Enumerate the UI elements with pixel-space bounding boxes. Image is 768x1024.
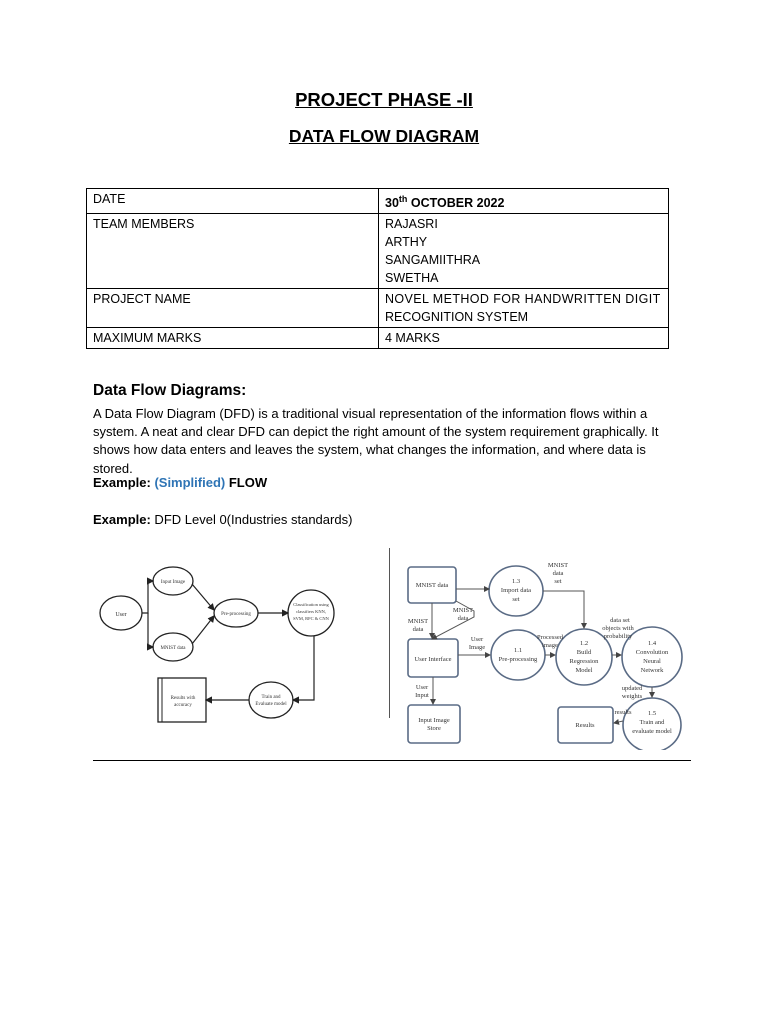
project-name-line: NOVEL METHOD FOR HANDWRITTEN DIGIT — [385, 292, 661, 307]
page-subtitle: DATA FLOW DIAGRAM — [288, 126, 480, 146]
diagram-divider — [389, 548, 390, 718]
mnist-left-label: MNIST — [408, 618, 428, 625]
mnist-top-label: data — [553, 570, 564, 577]
table-row: MAXIMUM MARKS 4 MARKS — [86, 327, 669, 350]
team-member: ARTHY — [385, 235, 428, 250]
build-line: 1.2 — [580, 640, 588, 647]
results-box-dfd — [557, 706, 614, 744]
team-member: SANGAMIITHRA — [385, 253, 481, 268]
mnist-data-box-label: MNIST data — [416, 582, 449, 589]
cnn-line: 1.4 — [648, 640, 657, 647]
classification-line: classifiers KNN, — [296, 609, 326, 615]
train-line: evaluate model — [632, 728, 672, 735]
mnist-data-label: MNIST data — [160, 646, 186, 651]
results-line: Results with — [171, 696, 196, 701]
user-label: User — [115, 612, 126, 618]
section-heading: Data Flow Diagrams: — [93, 382, 247, 399]
team-label: TEAM MEMBERS — [86, 213, 379, 290]
cnn-line: Neural — [643, 658, 661, 665]
train-evaluate-node — [248, 681, 294, 719]
team-member: RAJASRI — [385, 217, 438, 232]
train-evaluate-process — [622, 697, 682, 750]
user-input-label: User — [416, 684, 429, 691]
mnist-top-label: set — [554, 578, 561, 585]
updated-label: weights — [622, 693, 643, 700]
date-label: DATE — [86, 187, 379, 215]
project-info-table: DATE 30th OCTOBER 2022 TEAM MEMBERS RAJA… — [86, 187, 669, 350]
date-value: 30th OCTOBER 2022 — [378, 187, 669, 215]
mnist-left-label: data — [413, 626, 424, 633]
marks-label: MAXIMUM MARKS — [86, 327, 379, 350]
section-paragraph: A Data Flow Diagram (DFD) is a tradition… — [93, 406, 659, 476]
import-line: Import data — [501, 587, 531, 594]
import-line: 1.3 — [512, 578, 520, 585]
example-simplified: Example: (Simplified) FLOW — [93, 475, 268, 490]
preprocessing-line: 1.1 — [514, 647, 522, 654]
cnn-line: Network — [641, 667, 664, 674]
dataset-label: objects with — [602, 625, 634, 632]
table-row: DATE 30th OCTOBER 2022 — [86, 187, 669, 215]
cnn-line: Convolution — [636, 649, 669, 656]
user-input-label: Input — [415, 692, 429, 699]
processed-label: Processed — [537, 634, 564, 641]
build-line: Build — [577, 649, 592, 656]
marks-value: 4 MARKS — [378, 327, 669, 350]
preprocessing-line: Pre-processing — [499, 656, 538, 663]
import-line: set — [512, 596, 519, 603]
mnist-mid-label: data — [458, 615, 469, 622]
dataset-label: data set — [610, 617, 630, 624]
updated-label: updated — [622, 685, 643, 692]
table-row: TEAM MEMBERS RAJASRI ARTHY SANGAMIITHRA … — [86, 213, 669, 290]
project-label: PROJECT NAME — [86, 288, 379, 329]
table-row: PROJECT NAME NOVEL METHOD FOR HANDWRITTE… — [86, 288, 669, 329]
input-store-line: Store — [427, 725, 441, 732]
page-title: PROJECT PHASE -II — [295, 89, 473, 110]
build-model-process — [555, 628, 613, 686]
train-line: Train and — [261, 695, 281, 700]
dfd-level0-diagram: MNIST data 1.3 Import data set MNIST dat… — [407, 562, 683, 750]
simplified-flow-diagram: User Input Image MNIST data Pre-processi… — [99, 566, 335, 723]
train-line: 1.5 — [648, 710, 656, 717]
team-member: SWETHA — [385, 271, 439, 286]
input-store-box — [407, 704, 461, 744]
mnist-top-label: MNIST — [548, 562, 568, 569]
build-line: Model — [576, 667, 593, 674]
example-dfd-level0: Example: DFD Level 0(Industries standard… — [93, 512, 353, 527]
team-members: RAJASRI ARTHY SANGAMIITHRA SWETHA — [378, 213, 669, 290]
dataset-label: probability — [604, 633, 633, 640]
input-store-line: Input Image — [418, 717, 450, 724]
classification-line: SVM, RFC & CNN — [293, 616, 330, 622]
user-image-label: User — [471, 636, 484, 643]
user-interface-label: User Interface — [415, 656, 452, 663]
results-flow-label: results — [615, 709, 632, 716]
results-line: accuracy — [174, 703, 192, 708]
mnist-mid-label: MNIST — [453, 607, 473, 614]
train-line: Evaluate model — [255, 702, 287, 707]
horizontal-rule — [93, 760, 691, 761]
preprocessing-label: Pre-processing — [221, 612, 251, 617]
results-box-label: Results — [575, 722, 595, 729]
results-box — [157, 677, 207, 723]
project-name-line: RECOGNITION SYSTEM — [385, 310, 529, 325]
train-line: Train and — [640, 719, 666, 726]
processed-label: image — [542, 642, 558, 649]
project-name: NOVEL METHOD FOR HANDWRITTEN DIGIT RECOG… — [378, 288, 669, 329]
flow-arrows — [142, 577, 315, 704]
dfd-arrows — [429, 586, 655, 725]
user-image-label: Image — [469, 644, 485, 651]
build-line: Regression — [570, 658, 600, 665]
input-image-label: Input Image — [161, 580, 186, 585]
classification-line: Classification using — [293, 602, 329, 607]
